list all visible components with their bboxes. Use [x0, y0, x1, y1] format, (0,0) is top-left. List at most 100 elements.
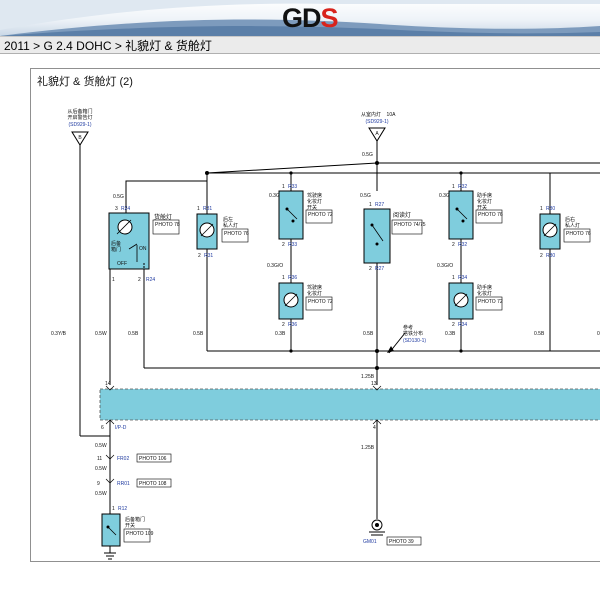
- diagram-panel: 礼貌灯 & 货舱灯 (2): [30, 68, 600, 562]
- svg-text:私人灯: 私人灯: [223, 222, 238, 229]
- svg-text:0.5B: 0.5B: [193, 331, 204, 337]
- svg-text:1: 1: [452, 184, 455, 190]
- driver-vanity-switch-component[interactable]: 1 R33 驾驶席 化妆灯 开关 PHOTO 72 2 R33: [278, 184, 333, 248]
- svg-text:搭铁分布: 搭铁分布: [403, 330, 423, 337]
- top-source-ref[interactable]: (SD929-1): [365, 119, 388, 125]
- svg-text:化妆灯: 化妆灯: [307, 198, 322, 205]
- app-header: GDS: [0, 0, 600, 36]
- svg-text:参考: 参考: [403, 324, 413, 331]
- svg-text:1: 1: [452, 275, 455, 281]
- cargo-photo-link[interactable]: PHOTO 78: [155, 222, 180, 228]
- svg-text:ON: ON: [139, 246, 147, 252]
- ground-point-gm01[interactable]: GM01 PHOTO 39: [363, 519, 422, 546]
- ground-distribution-ref[interactable]: 参考 搭铁分布 (SD130-1): [403, 324, 426, 344]
- logo-main: GD: [282, 3, 321, 33]
- passenger-vanity-switch-component[interactable]: 1 R32 助手席 化妆灯 开关 PHOTO 76 2 R32: [448, 184, 503, 248]
- svg-text:R33: R33: [288, 184, 297, 190]
- svg-text:R31: R31: [203, 206, 212, 212]
- svg-text:0.5B: 0.5B: [128, 331, 139, 337]
- rear-right-photo-link[interactable]: PHOTO 76: [566, 231, 591, 237]
- svg-text:1.25B: 1.25B: [361, 445, 375, 451]
- svg-text:0.5B: 0.5B: [363, 331, 374, 337]
- svg-text:开关: 开关: [477, 204, 487, 211]
- rr01-photo-link[interactable]: PHOTO 108: [139, 481, 167, 487]
- svg-text:阅读灯: 阅读灯: [393, 211, 411, 219]
- reading-lamp-component[interactable]: 1 R27 阅读灯 PHOTO 74/75 2 R27: [363, 202, 426, 272]
- svg-text:0.5B: 0.5B: [534, 331, 545, 337]
- ipd-connector-link[interactable]: I/P-D: [115, 425, 127, 431]
- svg-text:R30: R30: [546, 253, 555, 259]
- svg-text:1: 1: [282, 184, 285, 190]
- gm01-photo-link[interactable]: PHOTO 39: [389, 539, 414, 545]
- harness-band: 14 13 6 I/P-D 4: [99, 381, 600, 431]
- driver-vanity-lamp-component[interactable]: 1 R36 驾驶席 化妆灯 PHOTO 72 2 R36: [278, 275, 333, 328]
- left-source-label-1: 从后备箱门: [67, 108, 92, 115]
- svg-text:2: 2: [452, 242, 455, 248]
- svg-text:R30: R30: [546, 206, 555, 212]
- svg-text:0.5W: 0.5W: [95, 331, 107, 337]
- svg-text:6: 6: [101, 425, 104, 431]
- svg-text:0.3G/O: 0.3G/O: [267, 263, 283, 269]
- tailgate-photo-link[interactable]: PHOTO 109: [126, 531, 154, 537]
- source-connector-a: A 从室内灯 10A (SD929-1): [361, 111, 396, 142]
- svg-text:GM01: GM01: [363, 539, 377, 545]
- svg-text:2: 2: [282, 322, 285, 328]
- tailgate-switch-component[interactable]: 1 R12 后备箱门 开关 PHOTO 109: [101, 506, 154, 560]
- svg-text:1: 1: [112, 506, 115, 512]
- passenger-lamp-photo-link[interactable]: PHOTO 72: [478, 299, 503, 305]
- connector-b-label: B: [78, 135, 82, 141]
- connector-a-label: A: [375, 131, 379, 137]
- svg-text:FR02: FR02: [117, 456, 129, 462]
- svg-text:0.3B: 0.3B: [275, 331, 286, 337]
- cargo-lamp-component[interactable]: 3 R24 货舱灯 PHOTO 78 后备 箱门 ON OFF 1 2 R24: [108, 206, 180, 283]
- svg-text:2: 2: [452, 322, 455, 328]
- svg-text:0.3G: 0.3G: [439, 193, 450, 199]
- svg-text:R27: R27: [375, 202, 384, 208]
- rear-left-photo-link[interactable]: PHOTO 76: [224, 231, 249, 237]
- svg-text:2: 2: [282, 242, 285, 248]
- wiring-diagram: B 从后备箱门 开启警告灯 (SD929-1) A 从室内灯 10A (SD92…: [51, 108, 600, 560]
- inline-connector-rr01[interactable]: 9 RR01 PHOTO 108: [97, 478, 172, 488]
- svg-text:R27: R27: [375, 266, 384, 272]
- svg-text:私人灯: 私人灯: [565, 222, 580, 229]
- top-source-label: 从室内灯: [361, 111, 381, 118]
- svg-text:0.3B: 0.3B: [445, 331, 456, 337]
- svg-text:0.5G: 0.5G: [113, 194, 124, 200]
- svg-text:R12: R12: [118, 506, 127, 512]
- driver-switch-photo-link[interactable]: PHOTO 72: [308, 212, 333, 218]
- passenger-vanity-lamp-component[interactable]: 1 R34 助手席 化妆灯 PHOTO 72 2 R34: [448, 275, 503, 328]
- svg-text:1: 1: [540, 206, 543, 212]
- svg-text:R32: R32: [458, 184, 467, 190]
- svg-text:4: 4: [373, 425, 376, 431]
- left-source-label-2: 开启警告灯: [67, 114, 92, 121]
- svg-text:(SD130-1): (SD130-1): [403, 338, 426, 344]
- svg-text:1: 1: [282, 275, 285, 281]
- rear-left-lamp-component[interactable]: 1 R31 后左 私人灯 PHOTO 76 2 R31: [196, 206, 249, 259]
- svg-text:后备箱门: 后备箱门: [125, 516, 145, 523]
- svg-text:货舱灯: 货舱灯: [154, 213, 172, 221]
- svg-text:R32: R32: [458, 242, 467, 248]
- svg-text:R31: R31: [204, 253, 213, 259]
- svg-text:2: 2: [369, 266, 372, 272]
- svg-text:开关: 开关: [307, 204, 317, 211]
- svg-text:R34: R34: [458, 275, 467, 281]
- svg-text:0.5G: 0.5G: [360, 193, 371, 199]
- inline-connector-fr02[interactable]: 11 FR02 PHOTO 106: [97, 453, 172, 463]
- svg-text:RR01: RR01: [117, 481, 130, 487]
- rear-right-lamp-component[interactable]: 1 R30 后右 私人灯 PHOTO 76 2 R30: [539, 206, 591, 259]
- svg-text:助手席: 助手席: [477, 192, 492, 199]
- reading-photo-link[interactable]: PHOTO 74/75: [394, 222, 426, 228]
- svg-text:后备: 后备: [111, 240, 121, 247]
- svg-text:2: 2: [540, 253, 543, 259]
- svg-text:化妆灯: 化妆灯: [477, 198, 492, 205]
- source-connector-b: B 从后备箱门 开启警告灯 (SD929-1): [67, 108, 93, 146]
- svg-text:开关: 开关: [125, 522, 135, 529]
- svg-text:14: 14: [105, 381, 111, 387]
- wire-labels: 0.5G 0.5G 0.3G 0.5G 0.3G 0.3G/O 0.3G/O 0…: [51, 152, 600, 497]
- svg-text:化妆灯: 化妆灯: [307, 290, 322, 297]
- svg-text:2: 2: [198, 253, 201, 259]
- left-source-ref[interactable]: (SD929-1): [68, 122, 91, 128]
- fr02-photo-link[interactable]: PHOTO 106: [139, 456, 167, 462]
- passenger-switch-photo-link[interactable]: PHOTO 76: [478, 212, 503, 218]
- driver-lamp-photo-link[interactable]: PHOTO 72: [308, 299, 333, 305]
